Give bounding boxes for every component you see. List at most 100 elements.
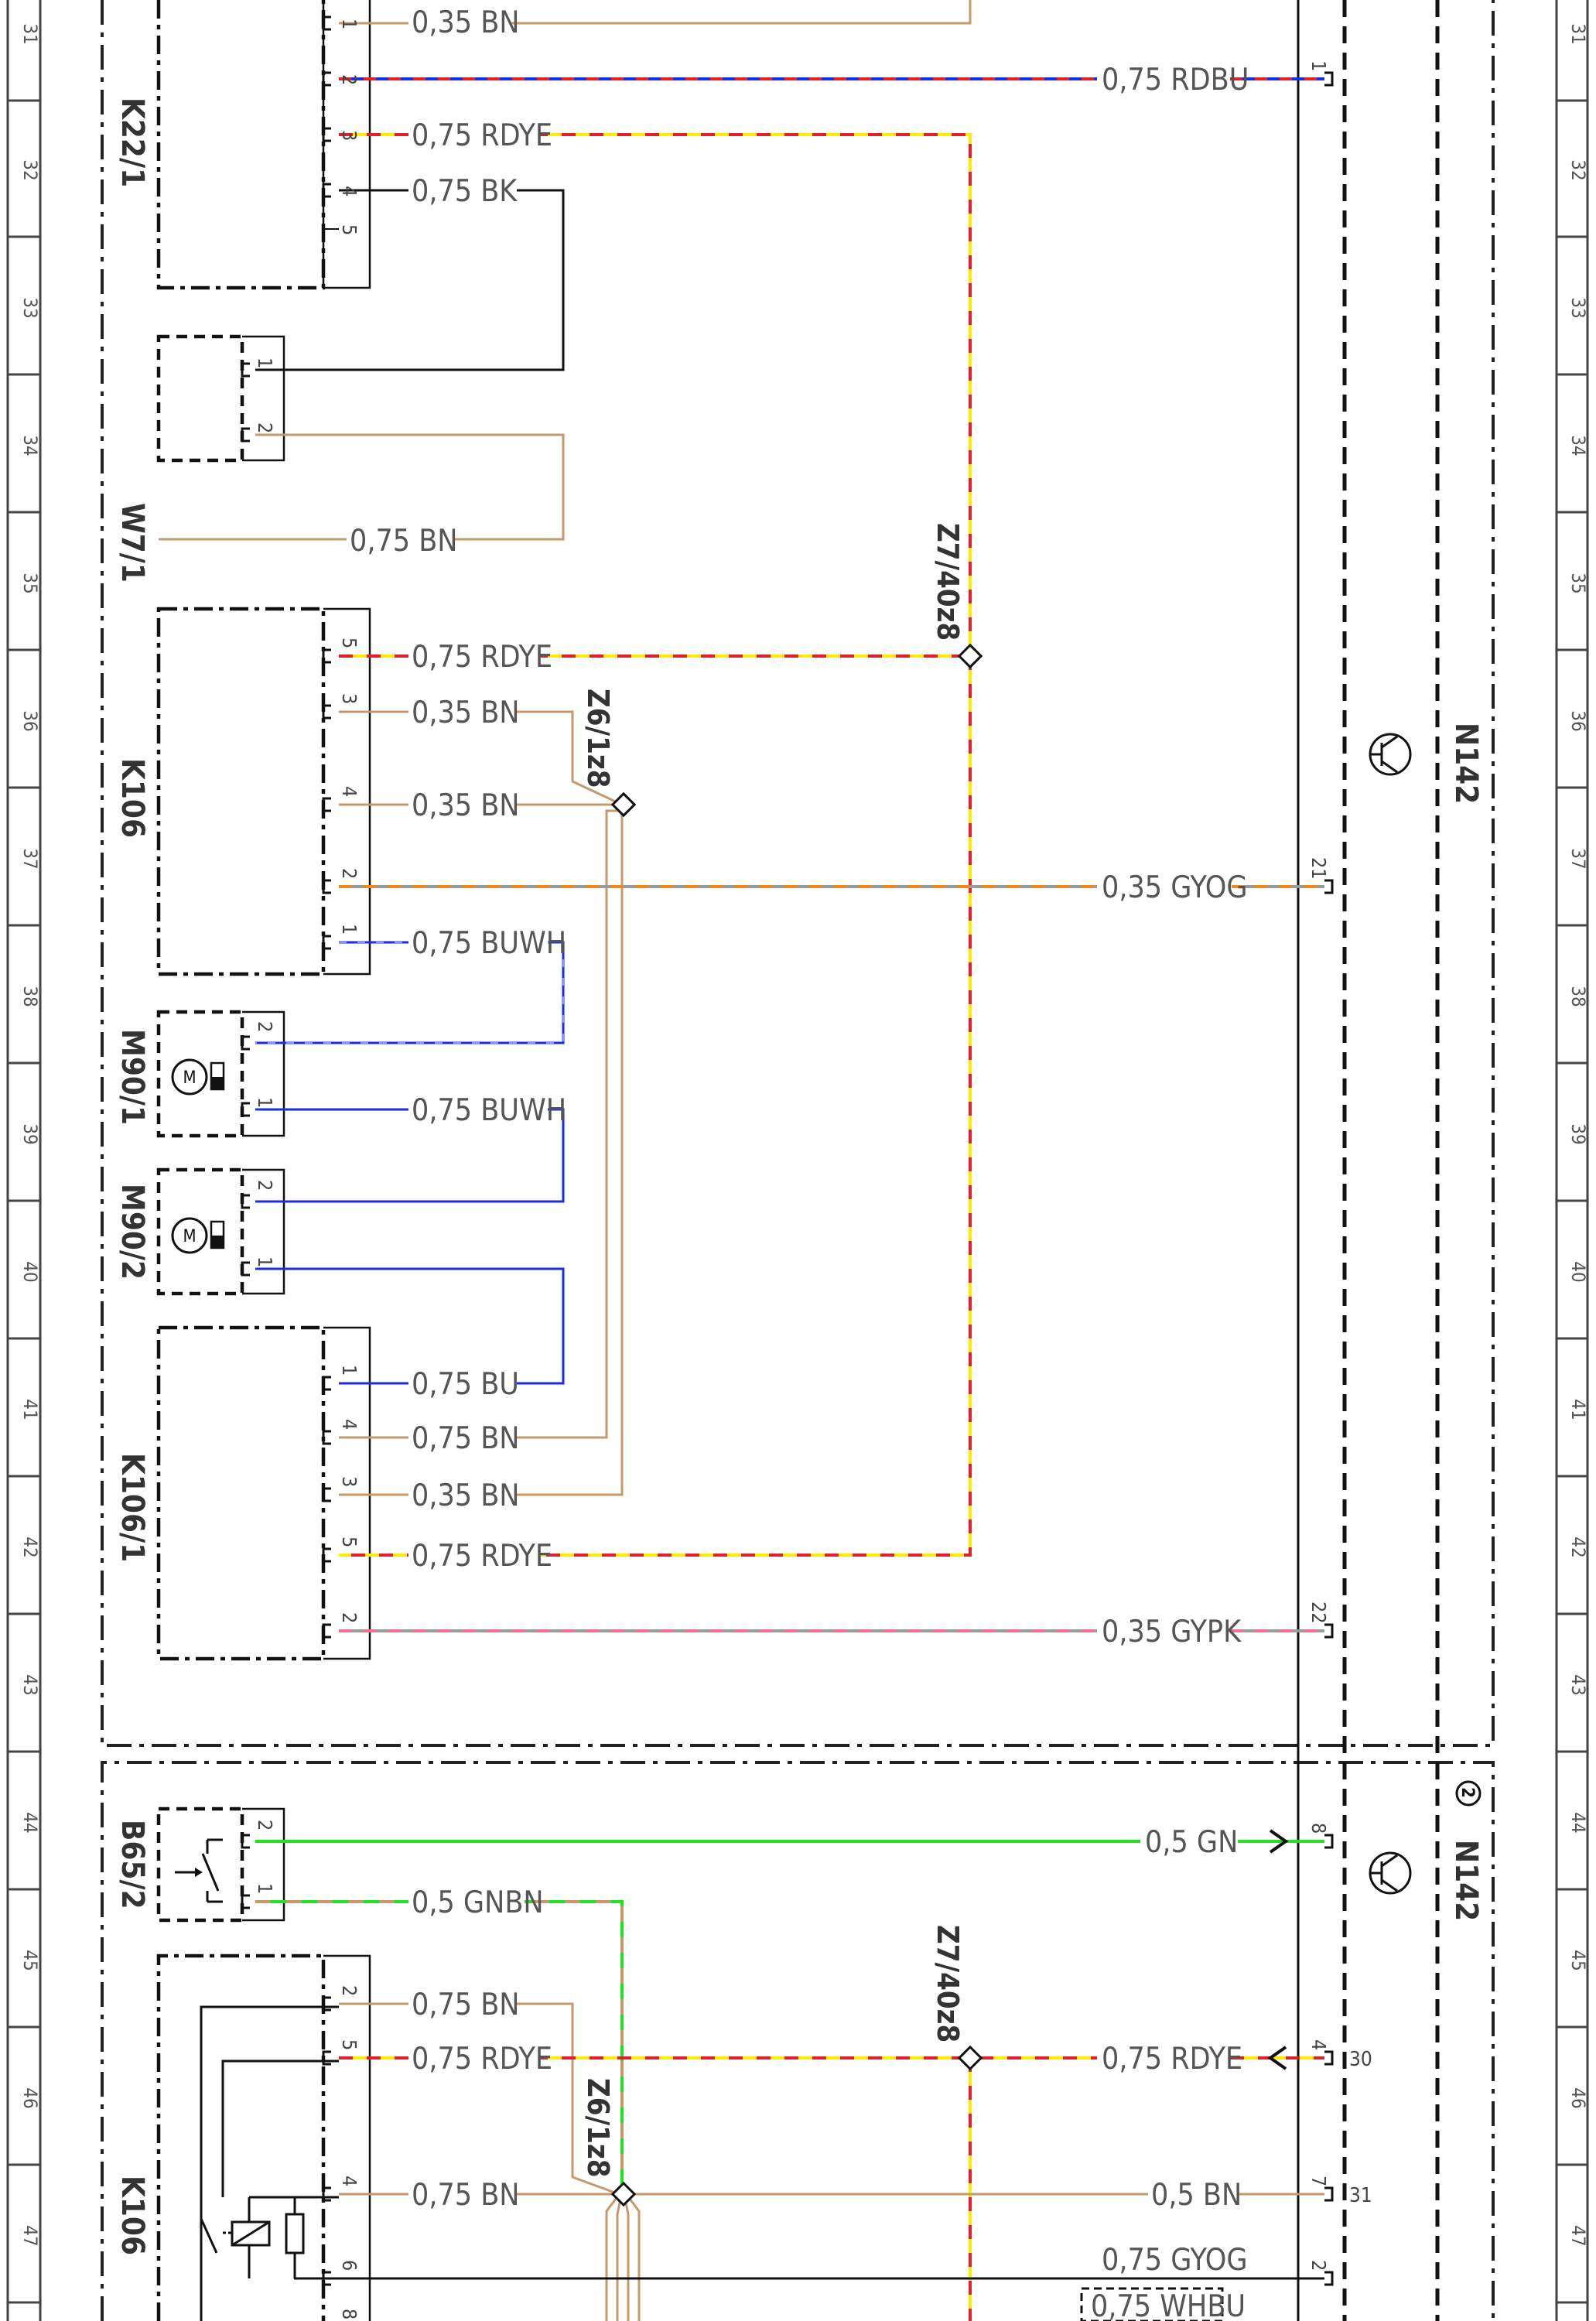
motor-icon: M <box>171 1217 225 1254</box>
pin-number: 4 <box>338 1419 361 1430</box>
splice-label: Z6/1z8 <box>581 2078 615 2178</box>
wire-label: 0,35 BN <box>412 788 520 823</box>
pin-number: 6 <box>338 2260 361 2271</box>
wire-label: 0,75 BN <box>412 1421 520 1456</box>
k106-lower-box <box>156 1954 326 2321</box>
numbered-badge-icon <box>1455 1780 1482 1807</box>
component-label: N142 <box>1448 1840 1484 1921</box>
grid-number-right: 32 <box>1567 159 1589 180</box>
grid-number-left: 46 <box>19 2087 41 2108</box>
wire-label: 0,75 BN <box>412 1988 520 2022</box>
grid-number-right: 45 <box>1567 1950 1589 1971</box>
wire-k22-1-pin1 <box>339 0 972 25</box>
wire-label: 0,75 RDBU <box>1102 63 1249 97</box>
grid-number-right: 33 <box>1567 297 1589 318</box>
frame-lower <box>101 1761 1495 2321</box>
splice-node-icon <box>610 791 637 818</box>
grid-number-left: 45 <box>19 1950 41 1971</box>
pin-number: 1 <box>338 1365 361 1376</box>
numbered-badge: 2 <box>1458 1787 1477 1798</box>
component-label: M90/2 <box>114 1184 150 1280</box>
pin-number: 4 <box>1307 2039 1330 2050</box>
grid-number-right: 43 <box>1567 1674 1589 1695</box>
pin-number: 4 <box>338 2176 361 2186</box>
wire-label: 0,35 GYPK <box>1102 1615 1242 1649</box>
grid-number-right: 38 <box>1567 986 1589 1007</box>
pin-number: 3 <box>338 130 361 141</box>
component-label: K106 <box>114 758 150 838</box>
wire-label: 0,75 BN <box>350 524 458 559</box>
component-label: B65/2 <box>114 1820 150 1909</box>
pin-number: 4 <box>338 186 361 197</box>
pin-number: 8 <box>1307 1823 1330 1834</box>
splice-label: Z6/1z8 <box>581 689 615 788</box>
pin-number: 7 <box>1307 2176 1330 2186</box>
switch-icon <box>175 1838 223 1903</box>
k22-1-box <box>156 0 326 290</box>
plug-arrow-icon <box>1267 2046 1287 2070</box>
wire-k106b-pin2 <box>339 2002 620 2196</box>
wire-label: 0,75 WHBU <box>1091 2289 1246 2321</box>
pin-number: 2 <box>338 74 361 85</box>
wire-label: 0,75 RDYE <box>1102 2042 1242 2077</box>
grid-scale-left <box>6 0 42 2321</box>
pin-number: 21 <box>1307 857 1330 880</box>
grid-number-left: 41 <box>19 1399 41 1420</box>
splice-node-icon <box>610 2181 637 2207</box>
motor-icon: M <box>171 1058 225 1096</box>
pin-number: 2 <box>254 1180 276 1191</box>
relay-icon <box>200 2005 339 2321</box>
pin-number: 2 <box>254 1820 276 1830</box>
svg-text:M: M <box>183 1068 196 1088</box>
frame-upper <box>101 0 1495 1747</box>
grid-number-right: 34 <box>1567 435 1589 456</box>
k106-1-pin-strip <box>323 1326 371 1660</box>
m90-1-pin-strip <box>242 1010 285 1137</box>
grid-number-right: 47 <box>1567 2225 1589 2246</box>
m90-2-box <box>156 1167 244 1296</box>
grid-number-left: 47 <box>19 2225 41 2246</box>
pin-number: 1 <box>254 1256 276 1267</box>
component-label: N142 <box>1448 723 1484 804</box>
b65-2-pin-strip <box>242 1807 285 1922</box>
grid-number-left: 34 <box>19 435 41 456</box>
grid-number-right: 44 <box>1567 1812 1589 1833</box>
component-label: W7/1 <box>114 503 150 583</box>
wire-label: 0,75 RDYE <box>412 2042 552 2077</box>
component-label: K106/1 <box>114 1453 150 1562</box>
grid-number-left: 43 <box>19 1674 41 1695</box>
k106-box <box>156 607 326 976</box>
splice-node-icon <box>957 2045 983 2071</box>
pin-number: 1 <box>254 1883 276 1894</box>
grid-number-right: 42 <box>1567 1537 1589 1557</box>
wire-label: 0,75 BUWH <box>412 926 566 961</box>
wire-k22-1-pin4 <box>255 189 565 371</box>
grid-number-left: 44 <box>19 1812 41 1833</box>
pin-number: 1 <box>1307 60 1330 71</box>
wire-label: 0,75 RDYE <box>412 640 552 675</box>
pin-number: 5 <box>338 224 361 235</box>
wire-label: 0,75 RDYE <box>412 118 552 153</box>
wire-label: 0,5 GN <box>1145 1825 1238 1860</box>
wire-label: 0,5 BN <box>1151 2178 1242 2213</box>
wire-label: 0,75 BK <box>412 174 518 209</box>
grid-number-left: 31 <box>19 23 41 44</box>
pin-number: 2 <box>1307 2260 1330 2271</box>
k106-pin-strip <box>323 607 371 976</box>
wire-label: 0,75 GYOG <box>1102 2243 1248 2278</box>
grid-number-right: 40 <box>1567 1261 1589 1282</box>
wire-label: 0,75 BN <box>412 2178 520 2213</box>
grid-number-left: 40 <box>19 1261 41 1282</box>
wire-label: 0,5 GNBN <box>412 1885 544 1920</box>
pin-number: 5 <box>338 1537 361 1547</box>
pin-number: 3 <box>338 1476 361 1487</box>
wire-label: 0,35 BN <box>412 5 520 40</box>
m90-2-pin-strip <box>242 1168 285 1295</box>
grid-number-right: 46 <box>1567 2087 1589 2108</box>
pin-number: 5 <box>338 2039 361 2050</box>
grid-number-left: 32 <box>19 159 41 180</box>
pin-number: 2 <box>338 868 361 879</box>
wire-label: 0,35 BN <box>412 1478 520 1513</box>
wire-k22-1-pin3 <box>339 133 972 655</box>
